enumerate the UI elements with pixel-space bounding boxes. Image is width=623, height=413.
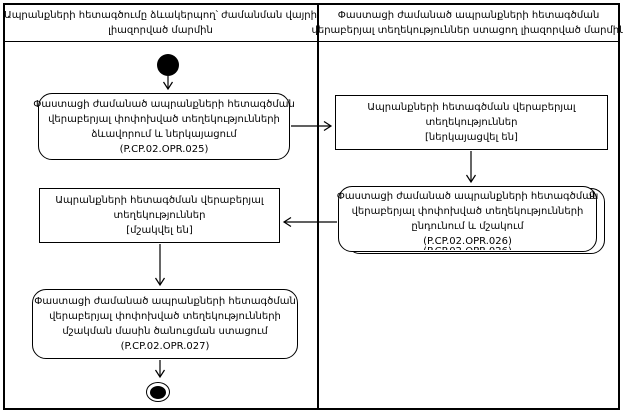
opr025-line2: վերաբերյալ փոփոխված տեղեկությունների (48, 113, 280, 125)
activity-box-opr-025: Փաստացի ժամանած ապրանքների հետագծման վեր… (33, 93, 295, 160)
activity-box-opr-026: Փաստացի ժամանած ապրանքների հետագծման վեր… (336, 186, 599, 252)
object-node-info-processed: Ապրանքների հետագծման վերաբերյալ տեղեկութ… (39, 188, 280, 243)
opr025-line1: Փաստացի ժամանած ապրանքների հետագծման (33, 98, 295, 110)
info-presented-line1: Ապրանքների հետագծման վերաբերյալ (367, 102, 576, 113)
opr025-line3: ձևավորում և ներկայացում (91, 128, 237, 140)
end-node (146, 382, 170, 402)
swimlane-divider (317, 4, 319, 409)
opr026-line3: ընդունում և մշակում (411, 221, 524, 232)
lane-left-title-line1: Ապրանքների հետագծումը ձևակերպող՝ ժամանմա… (4, 9, 317, 21)
opr025-code: (P.CP.02.OPR.025) (119, 143, 209, 155)
info-processed-state: [մշակվել են] (126, 225, 193, 236)
end-node-core (150, 385, 166, 399)
header-bottom-rule (5, 41, 618, 42)
lane-left-title-line2: լիազորված մարմին (108, 24, 213, 36)
opr026-line1: Փաստացի ժամանած ապրանքների հետագծման (336, 191, 599, 202)
opr026-code: (P.CP.02.OPR.026) (423, 236, 512, 247)
info-processed-line2: տեղեկություններ (113, 210, 206, 221)
object-node-info-presented: Ապրանքների հետագծման վերաբերյալ տեղեկութ… (335, 95, 608, 150)
info-presented-line2: տեղեկություններ (425, 117, 518, 128)
start-node (157, 54, 179, 76)
opr026-clipped-code: (P.CP.02.OPR.026) (339, 246, 596, 250)
opr027-line2: վերաբերյալ փոփոխված տեղեկությունների (49, 311, 281, 322)
opr026-line2: վերաբերյալ փոփոխված տեղեկությունների (351, 206, 584, 217)
opr027-line3: մշակման մասին ծանուցման ստացում (62, 326, 268, 337)
swimlane-header-right: Փաստացի ժամանած ապրանքների հետագծման վեր… (312, 5, 623, 40)
lane-right-title-line1: Փաստացի ժամանած ապրանքների հետագծման (337, 9, 600, 21)
lane-right-title-line2: վերաբերյալ տեղեկություններ ստացող լիազոր… (311, 24, 623, 36)
swimlane-header-left: Ապրանքների հետագծումը ձևակերպող՝ ժամանմա… (4, 5, 317, 40)
activity-box-opr-027: Փաստացի ժամանած ապրանքների հետագծման վեր… (32, 289, 298, 359)
info-presented-state: [ներկայացվել են] (425, 132, 518, 143)
opr027-code: (P.CP.02.OPR.027) (120, 341, 210, 352)
info-processed-line1: Ապրանքների հետագծման վերաբերյալ (55, 195, 264, 206)
opr026-stray-char: ց (589, 189, 596, 200)
opr027-line1: Փաստացի ժամանած ապրանքների հետագծման (34, 296, 296, 307)
diagram-frame (3, 3, 620, 410)
